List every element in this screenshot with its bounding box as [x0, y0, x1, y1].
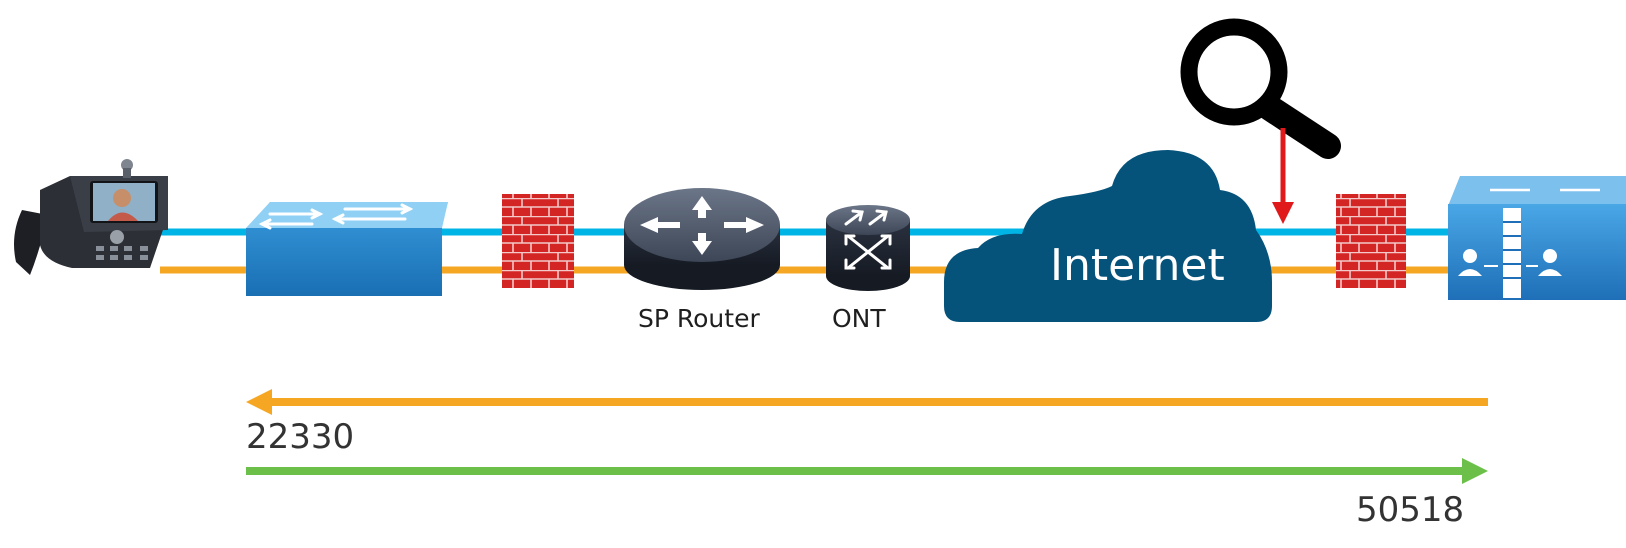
ont-icon [826, 205, 910, 291]
expressway-edge-icon [1448, 176, 1626, 300]
capture-point-arrow-icon [1272, 128, 1294, 224]
port-arrow-orange [246, 389, 1488, 415]
ont-label: ONT [832, 304, 886, 333]
port-number-right: 50518 [1356, 490, 1465, 530]
port-number-left: 22330 [246, 417, 355, 457]
magnifier-icon [1180, 18, 1341, 159]
internet-label: Internet [1050, 240, 1225, 291]
router-icon [624, 188, 780, 290]
port-arrow-green [246, 458, 1488, 484]
switch-icon [246, 202, 448, 296]
firewall-icon [502, 194, 574, 288]
ip-phone-icon [14, 159, 168, 275]
sp-router-label: SP Router [638, 304, 760, 333]
firewall-icon [1336, 194, 1406, 288]
internet-cloud-icon [944, 150, 1272, 322]
